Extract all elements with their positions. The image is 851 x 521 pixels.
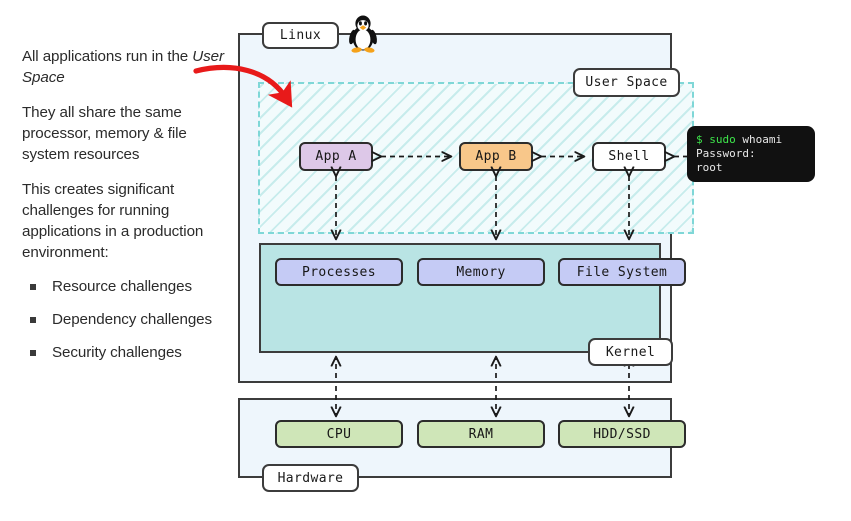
paragraph-shared-resources: They all share the same processor, memor… (22, 104, 187, 163)
emphasis-user-space: User Space (22, 48, 224, 86)
linux-label: Linux (262, 22, 339, 49)
user-space-label: User Space (573, 68, 680, 97)
terminal-window[interactable]: $ sudo whoami Password: root (687, 126, 815, 182)
terminal-output-line: root (696, 161, 723, 174)
list-item-label: Resource challenges (52, 278, 192, 295)
processes-box[interactable]: Processes (275, 258, 403, 286)
explanation-panel: All applications run in the User Space T… (22, 46, 234, 376)
terminal-sudo: sudo (709, 133, 736, 146)
ram-box[interactable]: RAM (417, 420, 545, 448)
list-item: Resource challenges (22, 277, 234, 297)
bullet-square-icon (30, 350, 36, 356)
hardware-label: Hardware (262, 464, 359, 492)
app-b-box[interactable]: App B (459, 142, 533, 171)
terminal-password-line: Password: (696, 147, 756, 160)
paragraph-text: All applications run in the (22, 48, 193, 65)
hdd-ssd-box[interactable]: HDD/SSD (558, 420, 686, 448)
list-item: Security challenges (22, 343, 234, 363)
list-item-label: Security challenges (52, 344, 182, 361)
app-a-box[interactable]: App A (299, 142, 373, 171)
paragraph-user-space: All applications run in the User Space (22, 46, 234, 88)
file-system-box[interactable]: File System (558, 258, 686, 286)
kernel-label: Kernel (588, 338, 673, 366)
terminal-prompt: $ (696, 133, 703, 146)
challenges-list: Resource challenges Dependency challenge… (22, 277, 234, 363)
memory-box[interactable]: Memory (417, 258, 545, 286)
terminal-command: whoami (742, 133, 783, 146)
paragraph-challenges-intro: This creates significant challenges for … (22, 181, 204, 261)
bullet-square-icon (30, 284, 36, 290)
linux-penguin-icon (349, 15, 377, 53)
bullet-square-icon (30, 317, 36, 323)
cpu-box[interactable]: CPU (275, 420, 403, 448)
list-item: Dependency challenges (22, 310, 234, 330)
list-item-label: Dependency challenges (52, 311, 213, 328)
shell-box[interactable]: Shell (592, 142, 666, 171)
terminal-command-line: $ sudo whoami (696, 133, 815, 147)
